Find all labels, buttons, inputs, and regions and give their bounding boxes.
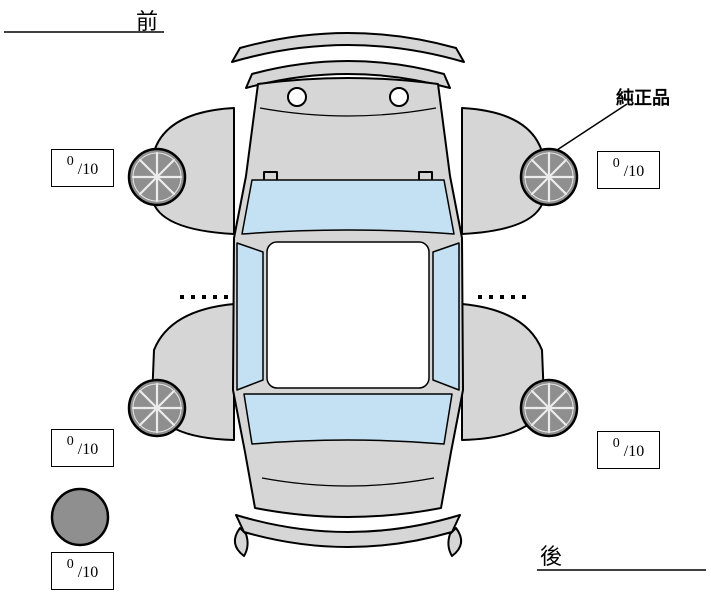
front-label: 前 [136,10,159,35]
windshield [241,179,455,235]
tire-score-spare: 0 /10 [51,552,114,590]
tire-score-denominator: /10 [77,564,99,581]
tire-score-rear-left: 0 /10 [51,429,114,467]
right-side-window [432,242,460,391]
trunk-crease-line [261,477,435,487]
hood-crease-line [259,107,437,117]
tire-score-front-right: 0 /10 [597,151,660,189]
rear-bumper-left-corner [233,527,249,557]
genuine-part-label: 純正品 [616,88,670,109]
tire-score-front-left: 0 /10 [51,149,114,187]
spare-tire-circle [50,487,110,547]
tire-score-value: 0 [66,154,74,169]
tire-score-denominator: /10 [623,443,645,460]
rear-label: 後 [540,545,563,570]
tire-score-denominator: /10 [623,163,645,180]
tire-score-value: 0 [612,156,620,171]
tire-score-denominator: /10 [77,441,99,458]
front-right-wheel [519,147,579,207]
front-bumper [245,60,451,89]
left-side-window [236,242,264,391]
tire-score-value: 0 [66,557,74,572]
hood-left-circle [287,87,307,107]
rear-bumper [235,514,461,548]
roof-panel [266,241,430,389]
front-spoiler [231,32,465,63]
tire-score-rear-right: 0 /10 [597,431,660,469]
front-left-wheel [127,147,187,207]
tire-score-value: 0 [612,436,620,451]
hood-right-circle [389,87,409,107]
tire-score-denominator: /10 [77,161,99,178]
rear-left-wheel [127,378,187,438]
tire-score-value: 0 [66,434,74,449]
genuine-part-pointer-line [556,103,628,151]
rear-window [243,393,453,445]
rear-right-wheel [519,378,579,438]
rear-bumper-right-corner [447,527,463,557]
